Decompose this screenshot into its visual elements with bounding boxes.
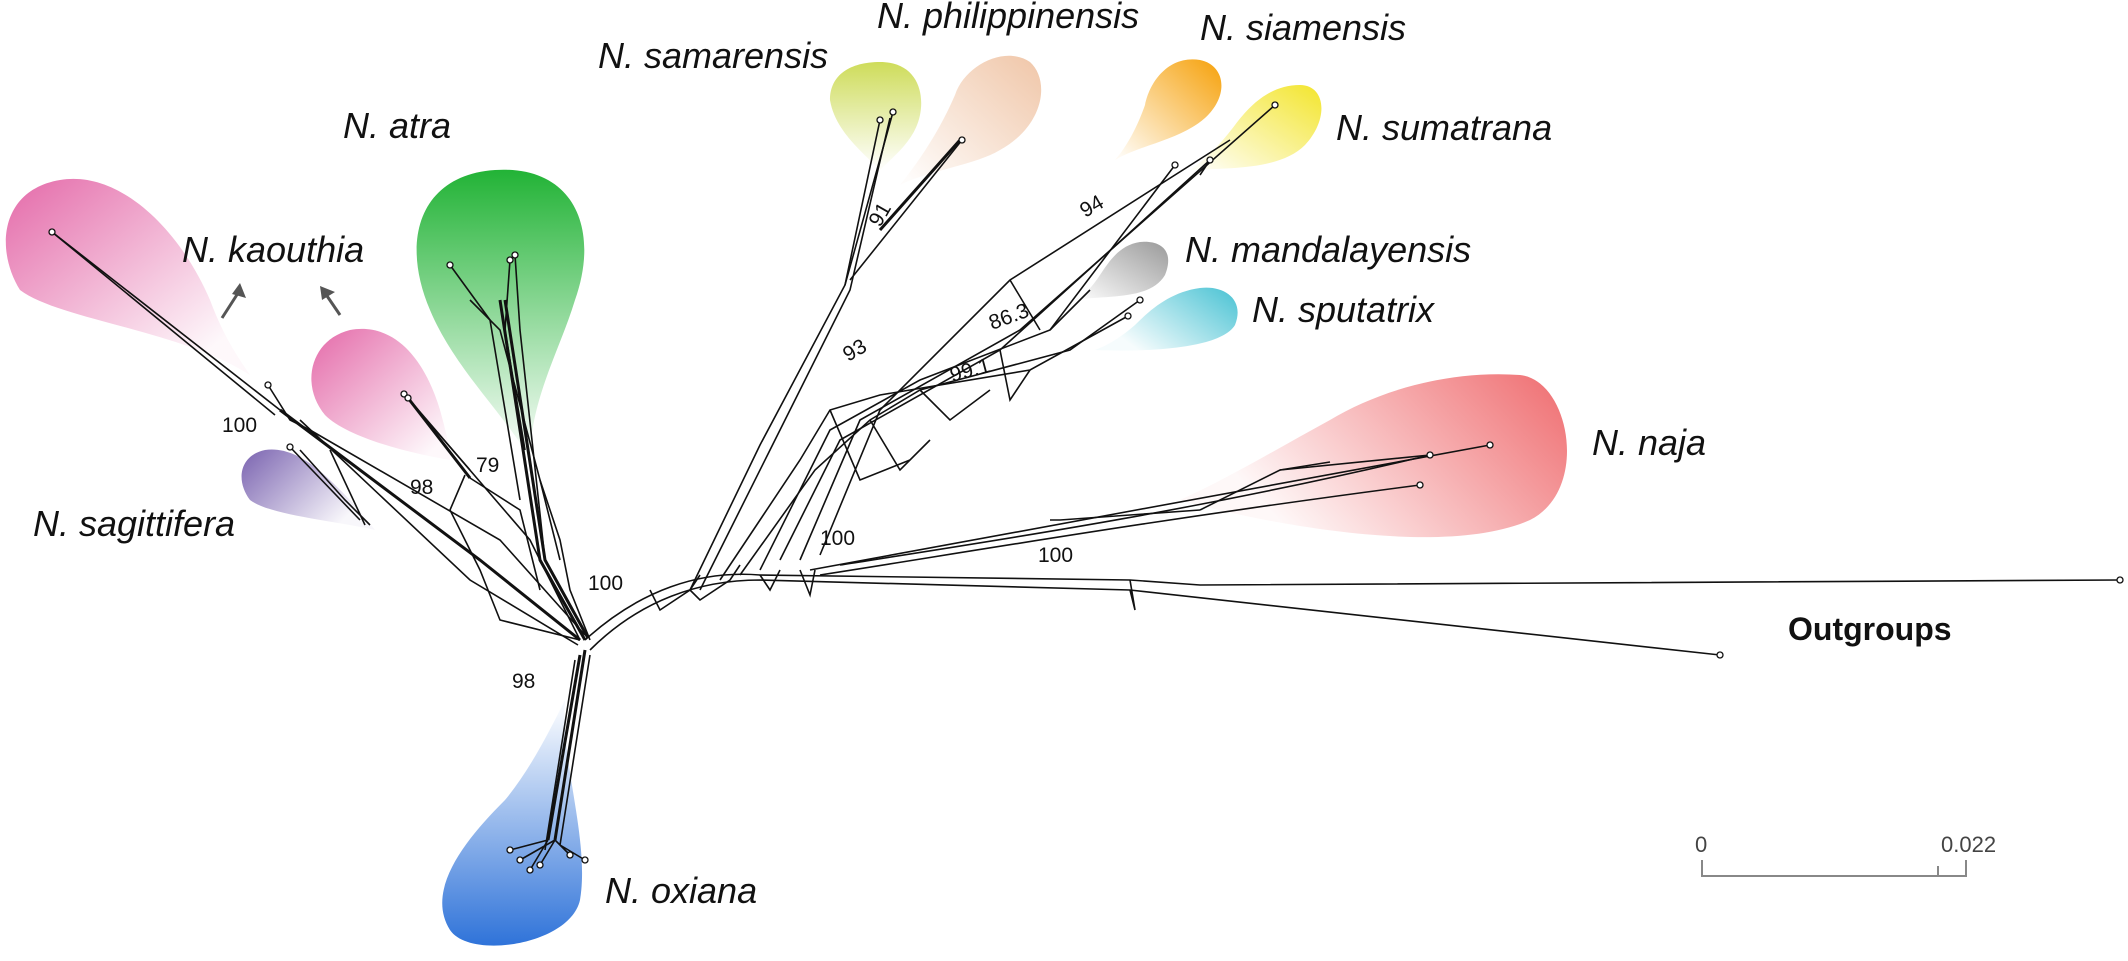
arrow-up-left-icon [323,292,342,316]
label-philippinensis: N. philippinensis [877,0,1139,36]
blob-philippinensis [900,55,1042,185]
clade-labels: N. kaouthia N. atra N. sagittifera N. sa… [33,0,1952,911]
support-sputatrix: 99.1 [947,354,992,387]
support-mandalayensis: 86.3 [986,299,1032,335]
label-naja: N. naja [1592,422,1706,463]
blob-sputatrix [1095,287,1238,351]
blob-sumatrana [1190,85,1322,170]
label-mandalayensis: N. mandalayensis [1185,229,1471,270]
support-samarensis: 91 [864,199,896,231]
support-outgroup: 100 [1038,544,1073,567]
blob-mandalayensis [1075,241,1169,300]
blob-naja [1180,374,1568,538]
label-sputatrix: N. sputatrix [1252,289,1436,330]
support-asian-root: 100 [588,572,623,595]
blob-sagittifera [241,449,375,530]
scale-end-label: 0.022 [1941,832,1996,857]
support-kaouthia-inner: 98 [410,476,433,499]
support-naja: 100 [820,527,855,550]
scale-bar: 0 0.022 [1695,832,1996,877]
label-siamensis: N. siamensis [1200,7,1406,48]
support-kaouthia: 100 [222,414,257,437]
tip-nodes [48,101,2124,874]
support-values: 100 98 79 100 98 91 94 93 86.3 99.1 100 … [222,191,1108,693]
blob-samarensis [830,62,922,170]
label-outgroups: Outgroups [1788,611,1952,647]
label-sagittifera: N. sagittifera [33,503,235,544]
network-edges [51,104,2121,871]
support-sumatra-siam: 94 [1076,191,1108,223]
label-oxiana: N. oxiana [605,870,757,911]
blob-siamensis [1115,59,1222,160]
scale-start-label: 0 [1695,832,1707,857]
label-kaouthia: N. kaouthia [182,229,364,270]
support-atra: 79 [476,454,499,477]
blob-kaouthia-2 [311,328,450,460]
kaouthia-arrows [220,283,342,319]
blob-oxiana [442,700,583,946]
label-sumatrana: N. sumatrana [1336,107,1552,148]
support-oxiana: 98 [512,670,535,693]
support-sputatrix-group: 93 [839,335,871,367]
blob-atra [416,169,585,460]
blob-kaouthia-1 [5,178,250,375]
clade-blobs [5,55,1568,946]
label-samarensis: N. samarensis [598,35,828,76]
label-atra: N. atra [343,105,451,146]
